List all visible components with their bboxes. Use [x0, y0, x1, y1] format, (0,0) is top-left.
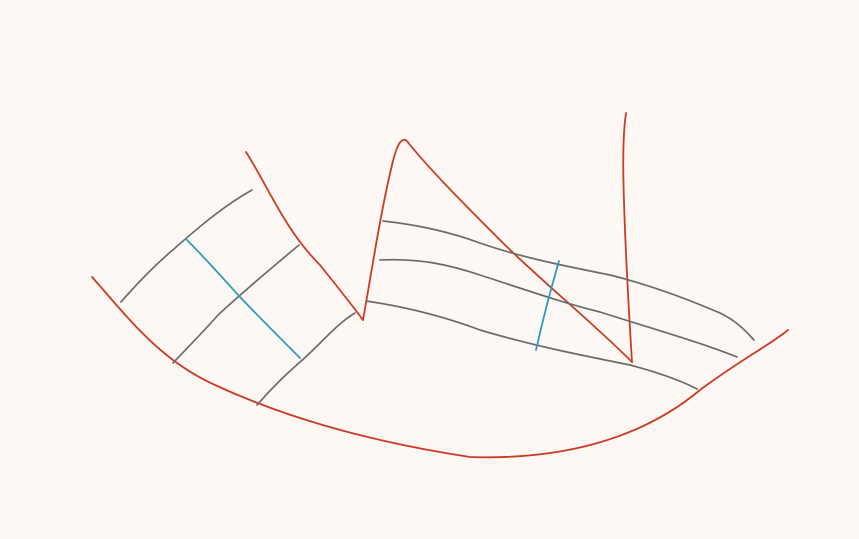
right-gray-line-2 [379, 258, 738, 358]
left-gray-line-2 [172, 244, 300, 364]
right-gray-line-1 [382, 220, 755, 341]
right-gray-line-3 [365, 300, 698, 390]
right-blue-cross-line [535, 260, 560, 351]
left-wedge-stroke [245, 151, 364, 321]
peak-stroke [362, 138, 633, 363]
left-gray-line-3 [256, 312, 356, 406]
left-gray-line-1 [120, 189, 253, 303]
left-blue-cross-line [185, 238, 301, 359]
right-vertical-stroke [622, 112, 633, 363]
curved-base-stroke [91, 276, 789, 459]
